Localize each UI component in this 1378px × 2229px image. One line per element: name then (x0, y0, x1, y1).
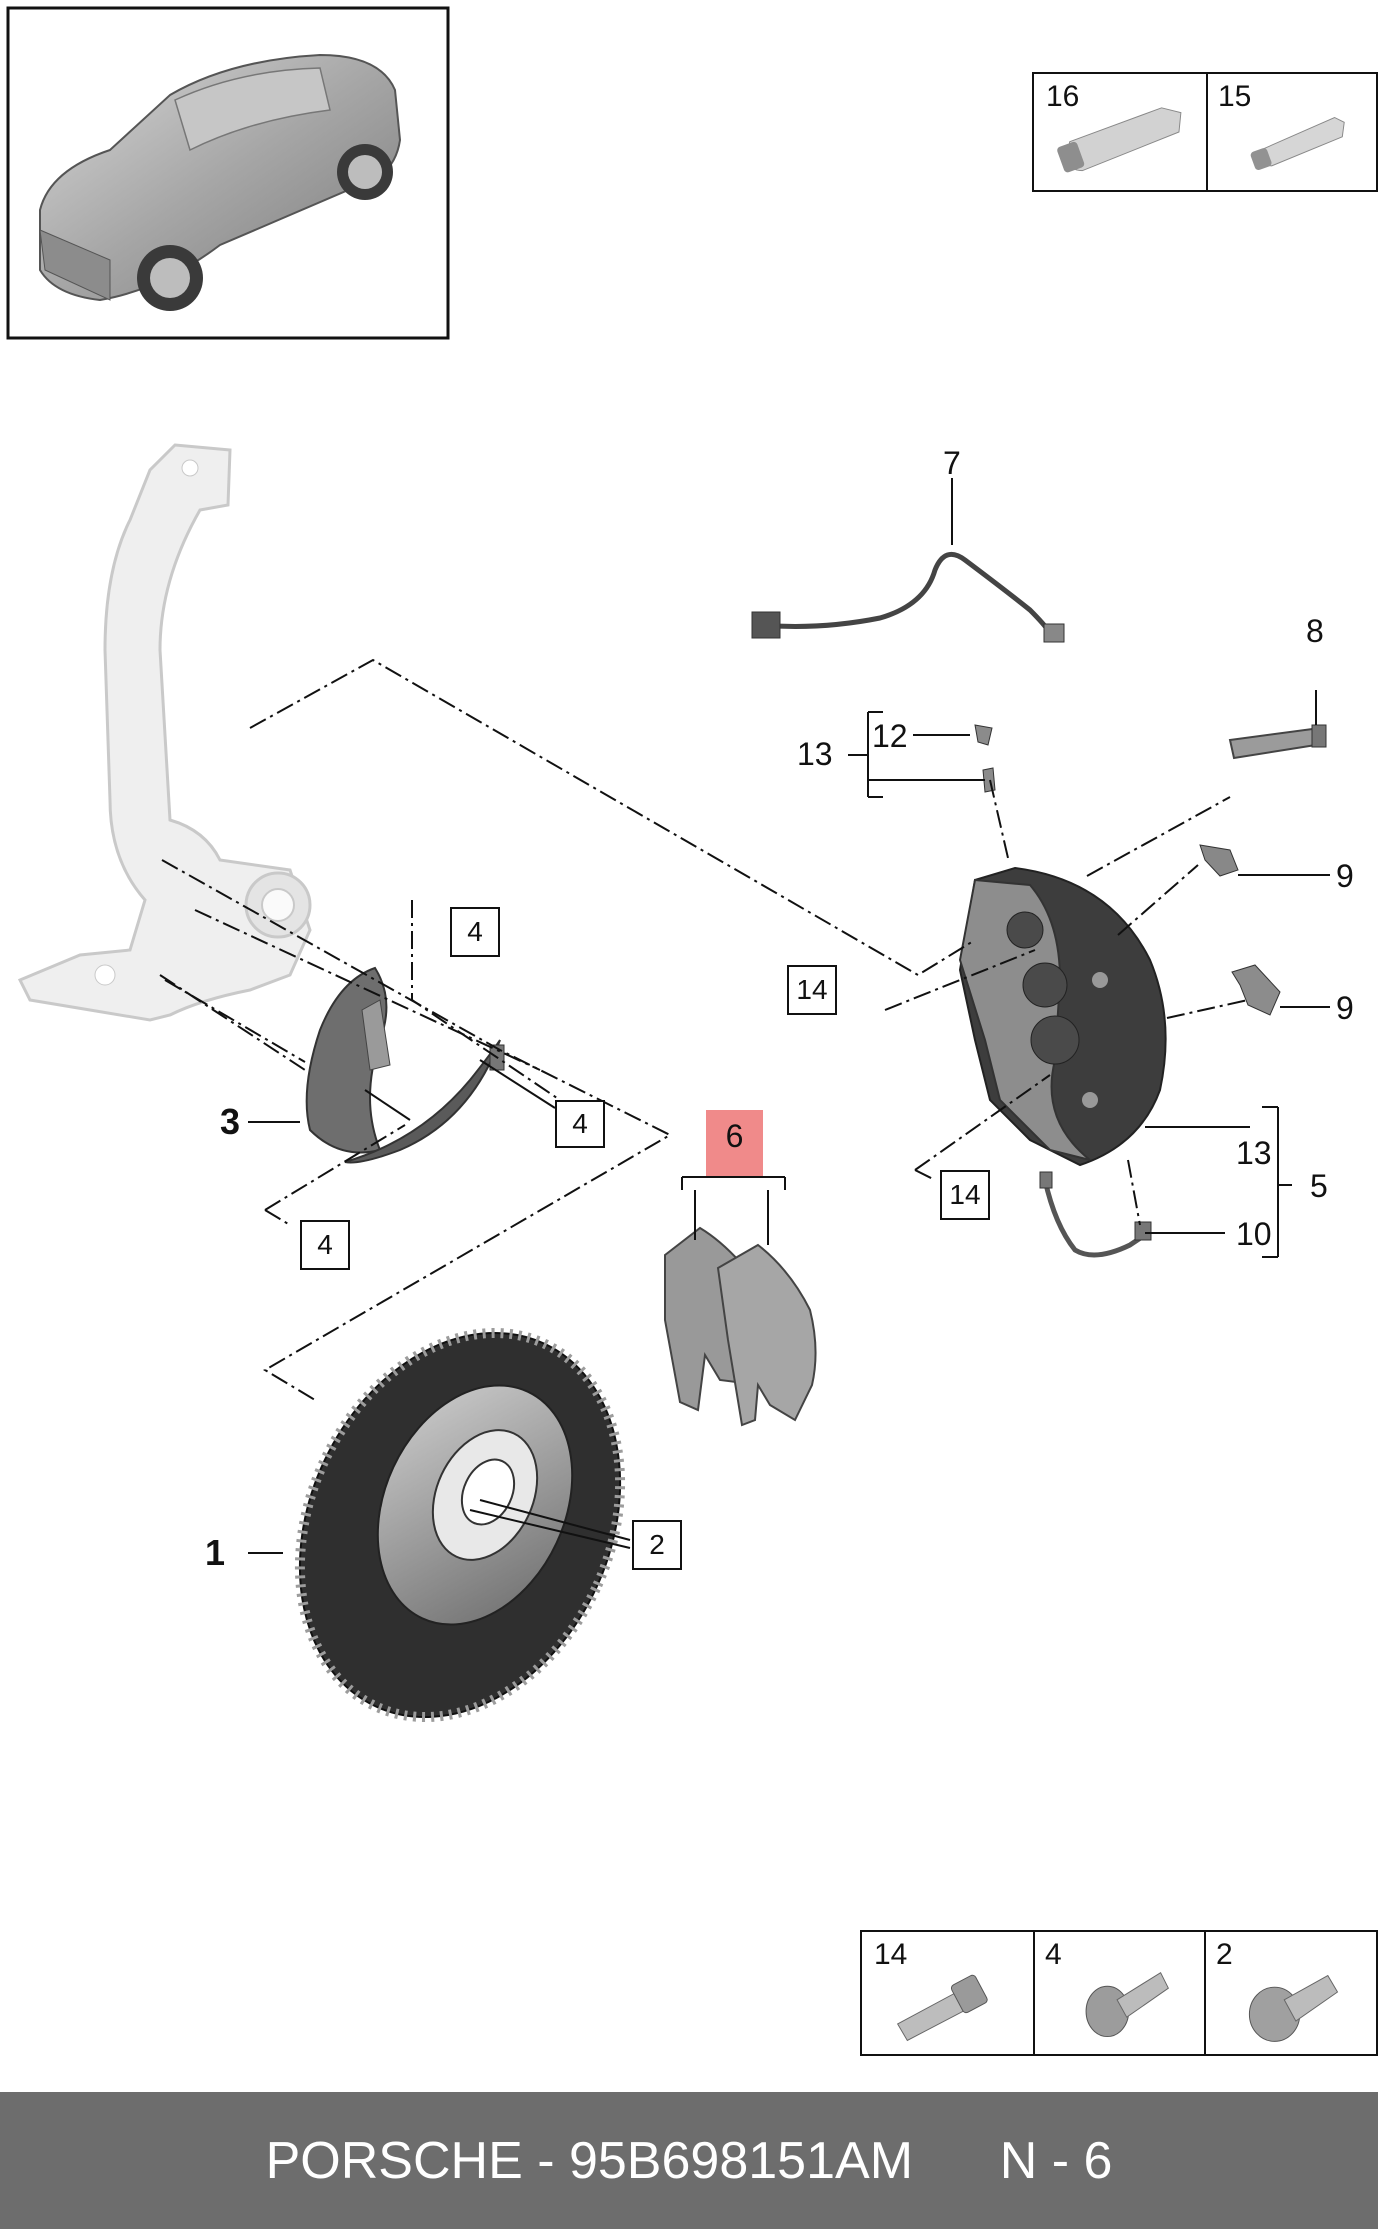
legend-number: 2 (1216, 1938, 1233, 1971)
bottom-fasteners-legend: 14 4 2 (860, 1930, 1378, 2056)
exploded-brake-diagram (6, 6, 1330, 1723)
callout-13-upper: 13 (797, 736, 833, 772)
callout-9-lower: 9 (1336, 990, 1354, 1026)
callout-9-upper: 9 (1336, 858, 1354, 894)
legend-number: 16 (1046, 80, 1080, 113)
callout-5: 5 (1310, 1168, 1328, 1204)
brake-pads (664, 1226, 817, 1427)
callout-box-2: 2 (632, 1520, 682, 1570)
legend-cell: 16 (1034, 74, 1208, 190)
legend-cell: 2 (1204, 1932, 1378, 2054)
grease-tube-icon (1250, 116, 1345, 171)
callout-3: 3 (220, 1101, 241, 1142)
callout-box-4: 4 (555, 1100, 605, 1148)
legend-number: 14 (874, 1938, 908, 1971)
separator: - (522, 2131, 569, 2190)
callout-12: 12 (872, 718, 908, 754)
callout-10: 10 (1236, 1216, 1272, 1252)
callout-box-4: 4 (450, 907, 500, 957)
legend-number: 4 (1045, 1938, 1062, 1971)
bleeder-screw (974, 724, 996, 793)
bolt-icon (896, 1974, 988, 2042)
brake-disc (294, 1327, 626, 1723)
callout-1: 1 (205, 1532, 226, 1573)
wear-sensor (751, 551, 1065, 643)
legend-cell: 14 (862, 1932, 1035, 2054)
diagram-reference: N - 6 (999, 2131, 1113, 2190)
screw-icon (1085, 1971, 1169, 2038)
callout-box-4: 4 (300, 1220, 350, 1270)
legend-cell: 4 (1033, 1932, 1206, 2054)
legend-number: 15 (1218, 80, 1252, 113)
callout-8: 8 (1306, 613, 1324, 649)
part-number-footer: PORSCHE - 95B698151AM N - 6 (0, 2092, 1378, 2229)
assembly-lines (159, 658, 1249, 1401)
callout-box-14: 14 (940, 1170, 990, 1220)
legend-cell: 15 (1206, 74, 1378, 190)
callout-box-14: 14 (787, 965, 837, 1015)
vehicle-thumbnail (6, 6, 450, 340)
part-number: 95B698151AM (568, 2131, 914, 2190)
callout-7: 7 (943, 445, 961, 481)
anti-rattle-springs (1199, 844, 1281, 1016)
grease-tube-icon (1057, 107, 1182, 173)
brake-line (1039, 1171, 1152, 1258)
brand-name: PORSCHE (265, 2131, 523, 2190)
guide-pin (1228, 724, 1327, 760)
steering-knuckle (17, 443, 312, 1022)
countersunk-screw-icon (1248, 1974, 1339, 2042)
highlighted-part-callout: 6 (706, 1110, 763, 1176)
brake-caliper (958, 866, 1167, 1167)
callout-13-lower: 13 (1236, 1135, 1272, 1171)
spacer (913, 2131, 1000, 2191)
top-consumables-legend: 16 15 (1032, 72, 1378, 192)
